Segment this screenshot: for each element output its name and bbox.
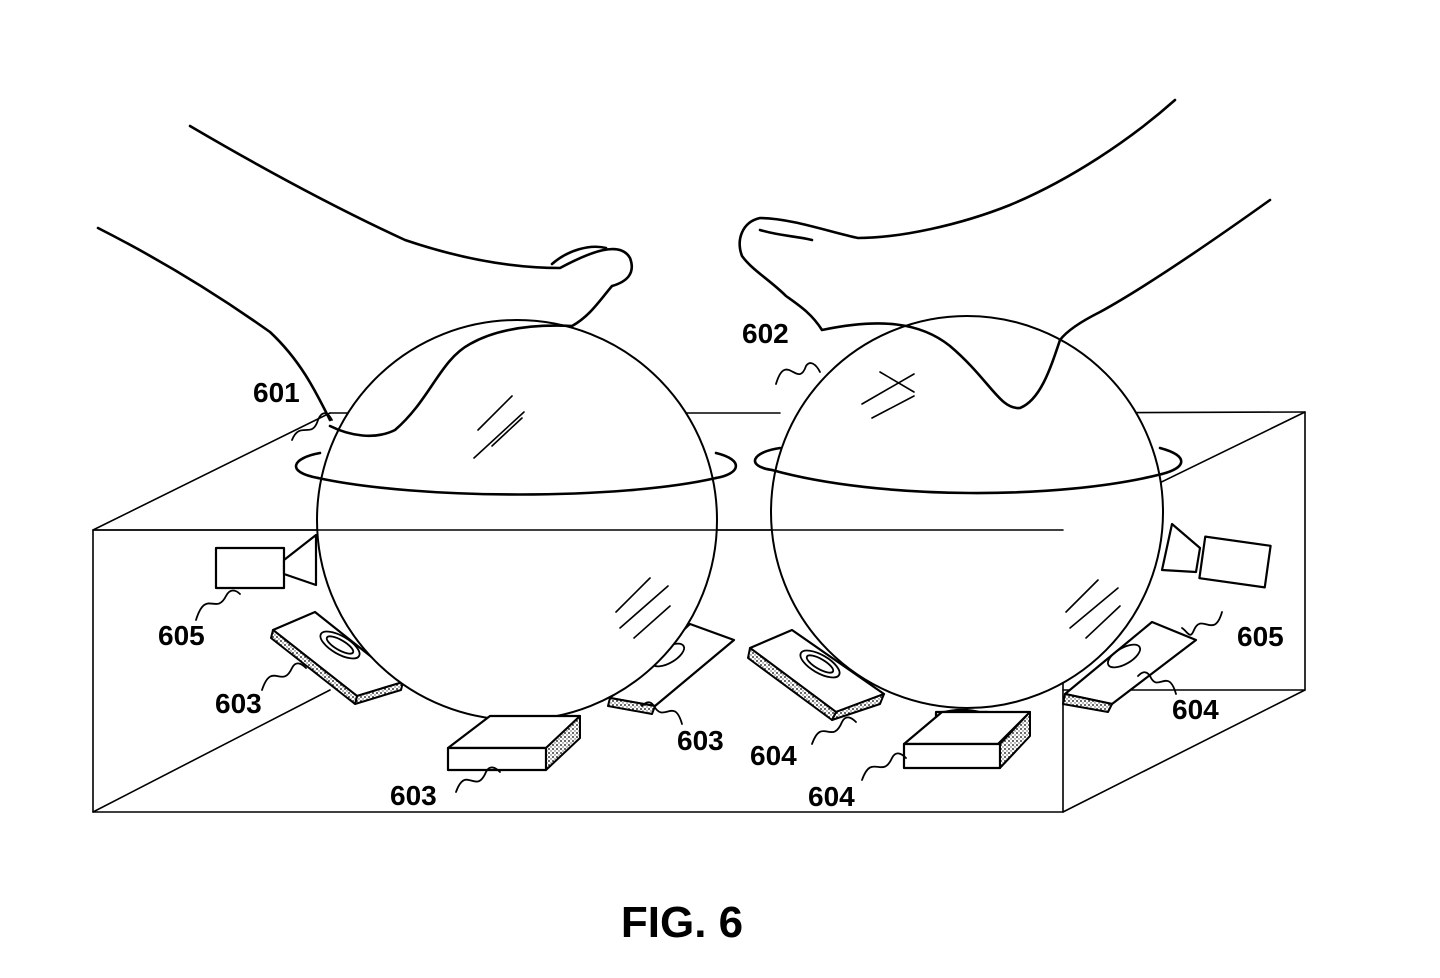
label-605-left: 605 [158,620,205,651]
sphere-right [753,315,1183,709]
foot-left [96,124,633,438]
foot-right [738,98,1272,410]
label-605-right: 605 [1237,621,1284,652]
camera-right [1160,522,1272,589]
sensor-left-bottom [446,714,582,772]
label-604-bottom: 604 [808,781,855,812]
sensor-left-back [270,610,405,705]
label-604-left: 604 [750,740,797,771]
label-603-right: 603 [677,725,724,756]
label-603-bottom: 603 [390,780,437,811]
leaders [195,362,1223,793]
sensor-right-back [1062,620,1198,713]
camera-left [214,533,318,590]
label-601: 601 [253,377,300,408]
label-603-left: 603 [215,688,262,719]
label-604-right: 604 [1172,694,1219,725]
sensor-right-bottom [902,708,1032,770]
sensor-right-left [747,628,886,721]
figure-caption: FIG. 6 [621,898,743,947]
label-602: 602 [742,318,789,349]
